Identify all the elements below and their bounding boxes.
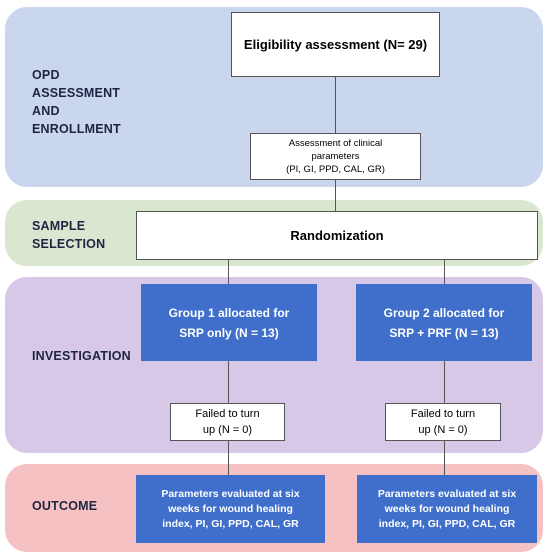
phase-label-opd: OPD ASSESSMENT AND ENROLLMENT bbox=[32, 68, 121, 136]
failed-to-turn-up-box-1: Failed to turn up (N = 0) bbox=[170, 403, 285, 441]
connector-group1-to-failed1 bbox=[228, 361, 229, 403]
connector-randomization-to-group2 bbox=[444, 260, 445, 284]
connector-eligibility-to-clinical bbox=[335, 77, 336, 133]
connector-group2-to-failed2 bbox=[444, 361, 445, 403]
connector-failed1-to-outcome1 bbox=[228, 441, 229, 475]
eligibility-assessment-box: Eligibility assessment (N= 29) bbox=[231, 12, 440, 77]
clinical-parameters-box: Assessment of clinical parameters (PI, G… bbox=[250, 133, 421, 180]
phase-label-sample-selection: SAMPLE SELECTION bbox=[32, 219, 106, 251]
outcome-box-group1: Parameters evaluated at six weeks for wo… bbox=[136, 475, 325, 543]
connector-randomization-to-group1 bbox=[228, 260, 229, 284]
group1-box: Group 1 allocated for SRP only (N = 13) bbox=[141, 284, 317, 361]
phase-label-investigation: INVESTIGATION bbox=[32, 349, 131, 363]
connector-failed2-to-outcome2 bbox=[444, 441, 445, 475]
outcome-box-group2: Parameters evaluated at six weeks for wo… bbox=[357, 475, 537, 543]
group2-box: Group 2 allocated for SRP + PRF (N = 13) bbox=[356, 284, 532, 361]
failed-to-turn-up-box-2: Failed to turn up (N = 0) bbox=[385, 403, 501, 441]
randomization-box: Randomization bbox=[136, 211, 538, 260]
connector-clinical-to-randomization bbox=[335, 180, 336, 211]
phase-label-outcome: OUTCOME bbox=[32, 499, 98, 513]
